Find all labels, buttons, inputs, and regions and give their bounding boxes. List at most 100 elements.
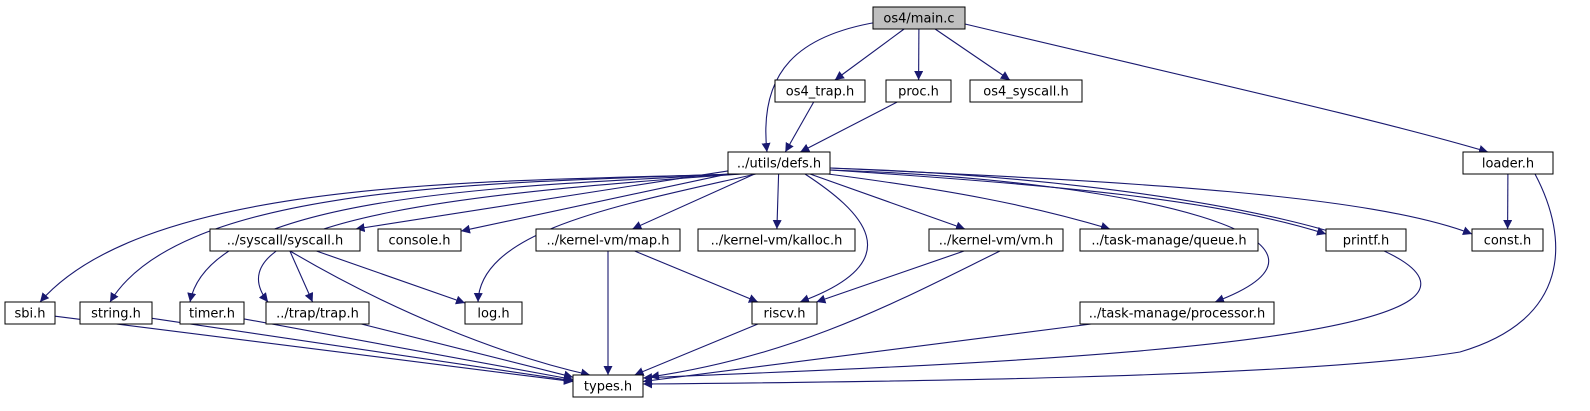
edge-defs-string [109,173,735,303]
edge-line [829,169,1327,236]
node-queue[interactable]: ../task-manage/queue.h [1079,228,1259,252]
node-box[interactable] [1471,228,1544,252]
node-box[interactable] [464,301,523,325]
node-trap[interactable]: ../trap/trap.h [265,301,370,325]
node-label: os4_trap.h [786,85,855,100]
node-box[interactable] [1079,228,1259,252]
node-label: ../kernel-vm/vm.h [939,234,1053,249]
node-box[interactable] [209,228,361,252]
node-printf[interactable]: printf.h [1325,228,1407,252]
node-timer[interactable]: timer.h [179,301,245,325]
node-kalloc[interactable]: ../kernel-vm/kalloc.h [697,228,856,252]
node-label: ../utils/defs.h [737,157,821,172]
node-proc[interactable]: proc.h [885,79,952,103]
node-box[interactable] [928,228,1064,252]
node-box[interactable] [1079,301,1275,325]
edge-defs-log [473,173,757,303]
node-processor[interactable]: ../task-manage/processor.h [1079,301,1275,325]
node-label: ../task-manage/queue.h [1091,234,1246,249]
edge-line [289,250,314,303]
node-label: proc.h [898,85,939,100]
node-console[interactable]: console.h [377,228,462,252]
node-box[interactable] [79,301,153,325]
edge-defs-types [642,167,1422,383]
node-box[interactable] [727,151,831,175]
node-label: loader.h [1482,157,1534,172]
node-types[interactable]: types.h [572,374,644,398]
edge-line [649,250,1001,381]
node-riscv[interactable]: riscv.h [751,301,818,325]
node-syscall[interactable]: ../syscall/syscall.h [209,228,361,252]
node-box[interactable] [179,301,245,325]
node-os4_syscall[interactable]: os4_syscall.h [969,79,1083,103]
node-box[interactable] [697,228,856,252]
node-box[interactable] [1325,228,1407,252]
node-box[interactable] [1462,151,1554,175]
node-log[interactable]: log.h [464,301,523,325]
edge-line [829,169,1270,304]
edge-line [316,250,466,305]
edge-line [632,173,755,230]
edge-line [243,318,574,383]
edge-line [829,167,1473,235]
node-map[interactable]: ../kernel-vm/map.h [535,228,681,252]
edge-defs-map [632,173,755,230]
node-os4_trap[interactable]: os4_trap.h [774,79,866,103]
node-box[interactable] [4,301,56,325]
edge-line [187,173,741,303]
node-box[interactable] [774,79,866,103]
node-label: console.h [388,234,450,249]
edge-line [473,173,757,303]
node-box[interactable] [535,228,681,252]
edge-syscall-log [316,250,466,305]
edge-os4_trap-defs [784,101,815,153]
node-label: os4_syscall.h [983,85,1068,100]
edge-line [809,173,966,231]
node-box[interactable] [872,6,966,30]
node-vm[interactable]: ../kernel-vm/vm.h [928,228,1064,252]
edge-syscall-types [289,250,591,378]
node-const[interactable]: const.h [1471,228,1544,252]
edge-line [634,250,759,303]
node-box[interactable] [885,79,952,103]
node-label: riscv.h [764,307,806,322]
node-label: sbi.h [14,307,45,322]
node-label: types.h [584,380,632,395]
edge-line [642,167,1422,383]
edge-string-types [151,317,574,384]
edge-defs-const [829,167,1473,235]
edge-line [642,173,1557,389]
edge-syscall-trap [289,250,314,303]
node-box[interactable] [265,301,370,325]
edge-line [761,21,879,153]
node-box[interactable] [377,228,462,252]
node-sbi[interactable]: sbi.h [4,301,56,325]
edge-line [934,28,1011,81]
edge-defs-sbi [39,173,735,303]
edge-line [109,173,735,303]
node-label: os4/main.c [883,12,954,27]
edge-line [827,173,1111,231]
edge-riscv-types [634,323,759,376]
node-defs[interactable]: ../utils/defs.h [727,151,831,175]
node-label: ../syscall/syscall.h [227,234,344,249]
node-loader[interactable]: loader.h [1462,151,1554,175]
edge-defs-processor [829,169,1270,304]
edge-vm-types [649,250,1001,381]
edge-line [816,250,965,304]
node-box[interactable] [572,374,644,398]
node-main[interactable]: os4/main.c [872,6,966,30]
edge-main-defs [761,21,879,153]
edge-loader-types [642,173,1557,389]
node-string[interactable]: string.h [79,301,153,325]
node-box[interactable] [751,301,818,325]
edge-line [634,323,759,376]
edge-line [964,23,1489,154]
node-label: log.h [477,307,509,322]
edge-line [799,173,869,304]
edges-layer [39,21,1557,389]
edge-defs-queue [827,173,1111,231]
edge-defs-kalloc [772,173,782,230]
edge-line [361,323,574,380]
node-box[interactable] [969,79,1083,103]
